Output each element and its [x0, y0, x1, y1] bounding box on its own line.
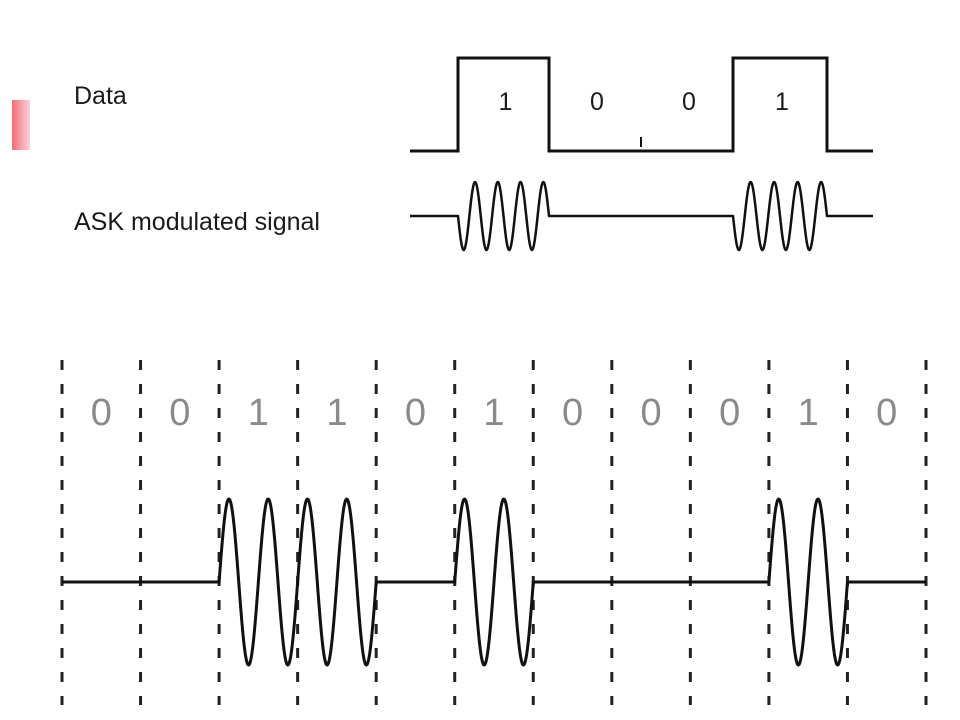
ask-signal-label: ASK modulated signal — [74, 208, 320, 236]
ask-modulated-waveform — [62, 497, 926, 667]
data-label: Data — [74, 82, 127, 110]
bit-label: 0 — [876, 392, 897, 434]
data-bit-label: 0 — [682, 88, 696, 116]
bit-label: 0 — [641, 392, 662, 434]
data-waveform — [410, 56, 873, 153]
bottom-bit-label-group: 0 0 1 1 0 1 0 0 0 1 0 — [91, 392, 898, 434]
bit-label: 1 — [248, 392, 269, 434]
bit-label: 0 — [562, 392, 583, 434]
ask-waveform — [410, 180, 873, 252]
data-bit-label: 1 — [499, 88, 513, 116]
bit-divider-group — [60, 360, 928, 705]
data-bit-label: 1 — [775, 88, 789, 116]
top-data-waveform-group: 1 0 0 1 — [410, 56, 873, 153]
slide-accent-bar — [12, 100, 30, 150]
bit-label: 1 — [798, 392, 819, 434]
bottom-ask-waveform-group — [62, 497, 926, 667]
bit-label: 0 — [169, 392, 190, 434]
data-bit-label: 0 — [590, 88, 604, 116]
bit-label: 1 — [483, 392, 504, 434]
top-ask-waveform-group — [410, 180, 873, 252]
bit-label: 0 — [405, 392, 426, 434]
bit-label: 1 — [326, 392, 347, 434]
bit-label: 0 — [719, 392, 740, 434]
bit-label: 0 — [91, 392, 112, 434]
